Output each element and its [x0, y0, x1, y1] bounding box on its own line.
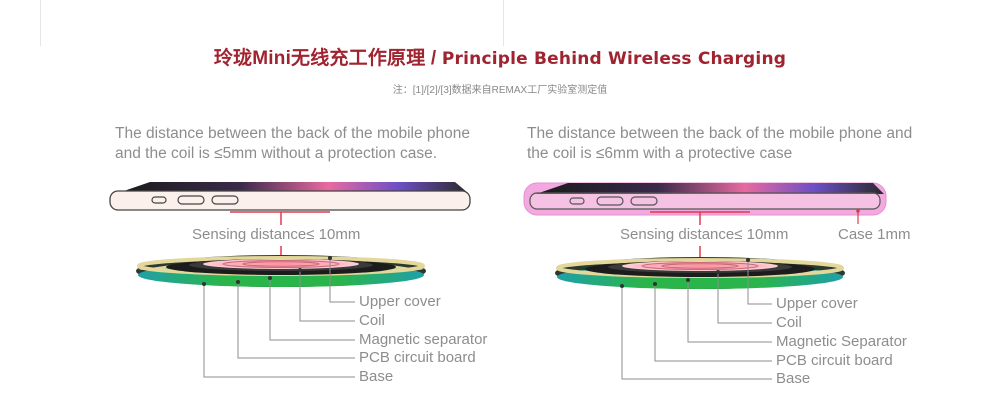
right-sensing-label: Sensing distance≤ 10mm	[620, 226, 789, 243]
right-layer-coil: Coil	[776, 314, 802, 331]
divider-line-right	[503, 0, 504, 46]
right-leader-lines	[621, 260, 772, 380]
left-leader-lines	[203, 258, 355, 378]
title-chinese: 玲珑Mini无线充工作原理	[213, 48, 426, 69]
left-description: The distance between the back of the mob…	[115, 125, 471, 162]
left-layer-base: Base	[359, 368, 394, 385]
left-layer-upper-cover: Upper cover	[359, 293, 441, 310]
left-phone	[109, 182, 471, 211]
page-title: 玲珑Mini无线充工作原理 / Principle Behind Wireles…	[0, 43, 1000, 70]
right-case-label: Case 1mm	[838, 226, 911, 243]
right-layer-base: Base	[776, 370, 811, 387]
title-english: Principle Behind Wireless Charging	[441, 49, 787, 69]
left-charger-pad	[136, 255, 426, 287]
right-layer-magnetic-separator: Magnetic Separator	[776, 333, 907, 350]
divider-line-left	[40, 0, 41, 46]
right-leader-dots	[620, 258, 750, 288]
right-phone	[523, 182, 887, 216]
right-description: The distance between the back of the mob…	[527, 125, 913, 162]
left-layer-coil: Coil	[359, 312, 385, 329]
left-leader-dots	[202, 256, 332, 286]
title-separator: /	[425, 48, 442, 69]
left-layer-magnetic-separator: Magnetic separator	[359, 331, 488, 348]
right-layer-upper-cover: Upper cover	[776, 295, 858, 312]
data-source-note: 注：[1]/[2]/[3]数据来自REMAX工厂实验室测定值	[392, 85, 608, 96]
left-sensing-label: Sensing distance≤ 10mm	[192, 226, 361, 243]
left-layer-pcb: PCB circuit board	[359, 349, 476, 366]
right-charger-pad	[555, 257, 845, 289]
right-layer-pcb: PCB circuit board	[776, 352, 893, 369]
